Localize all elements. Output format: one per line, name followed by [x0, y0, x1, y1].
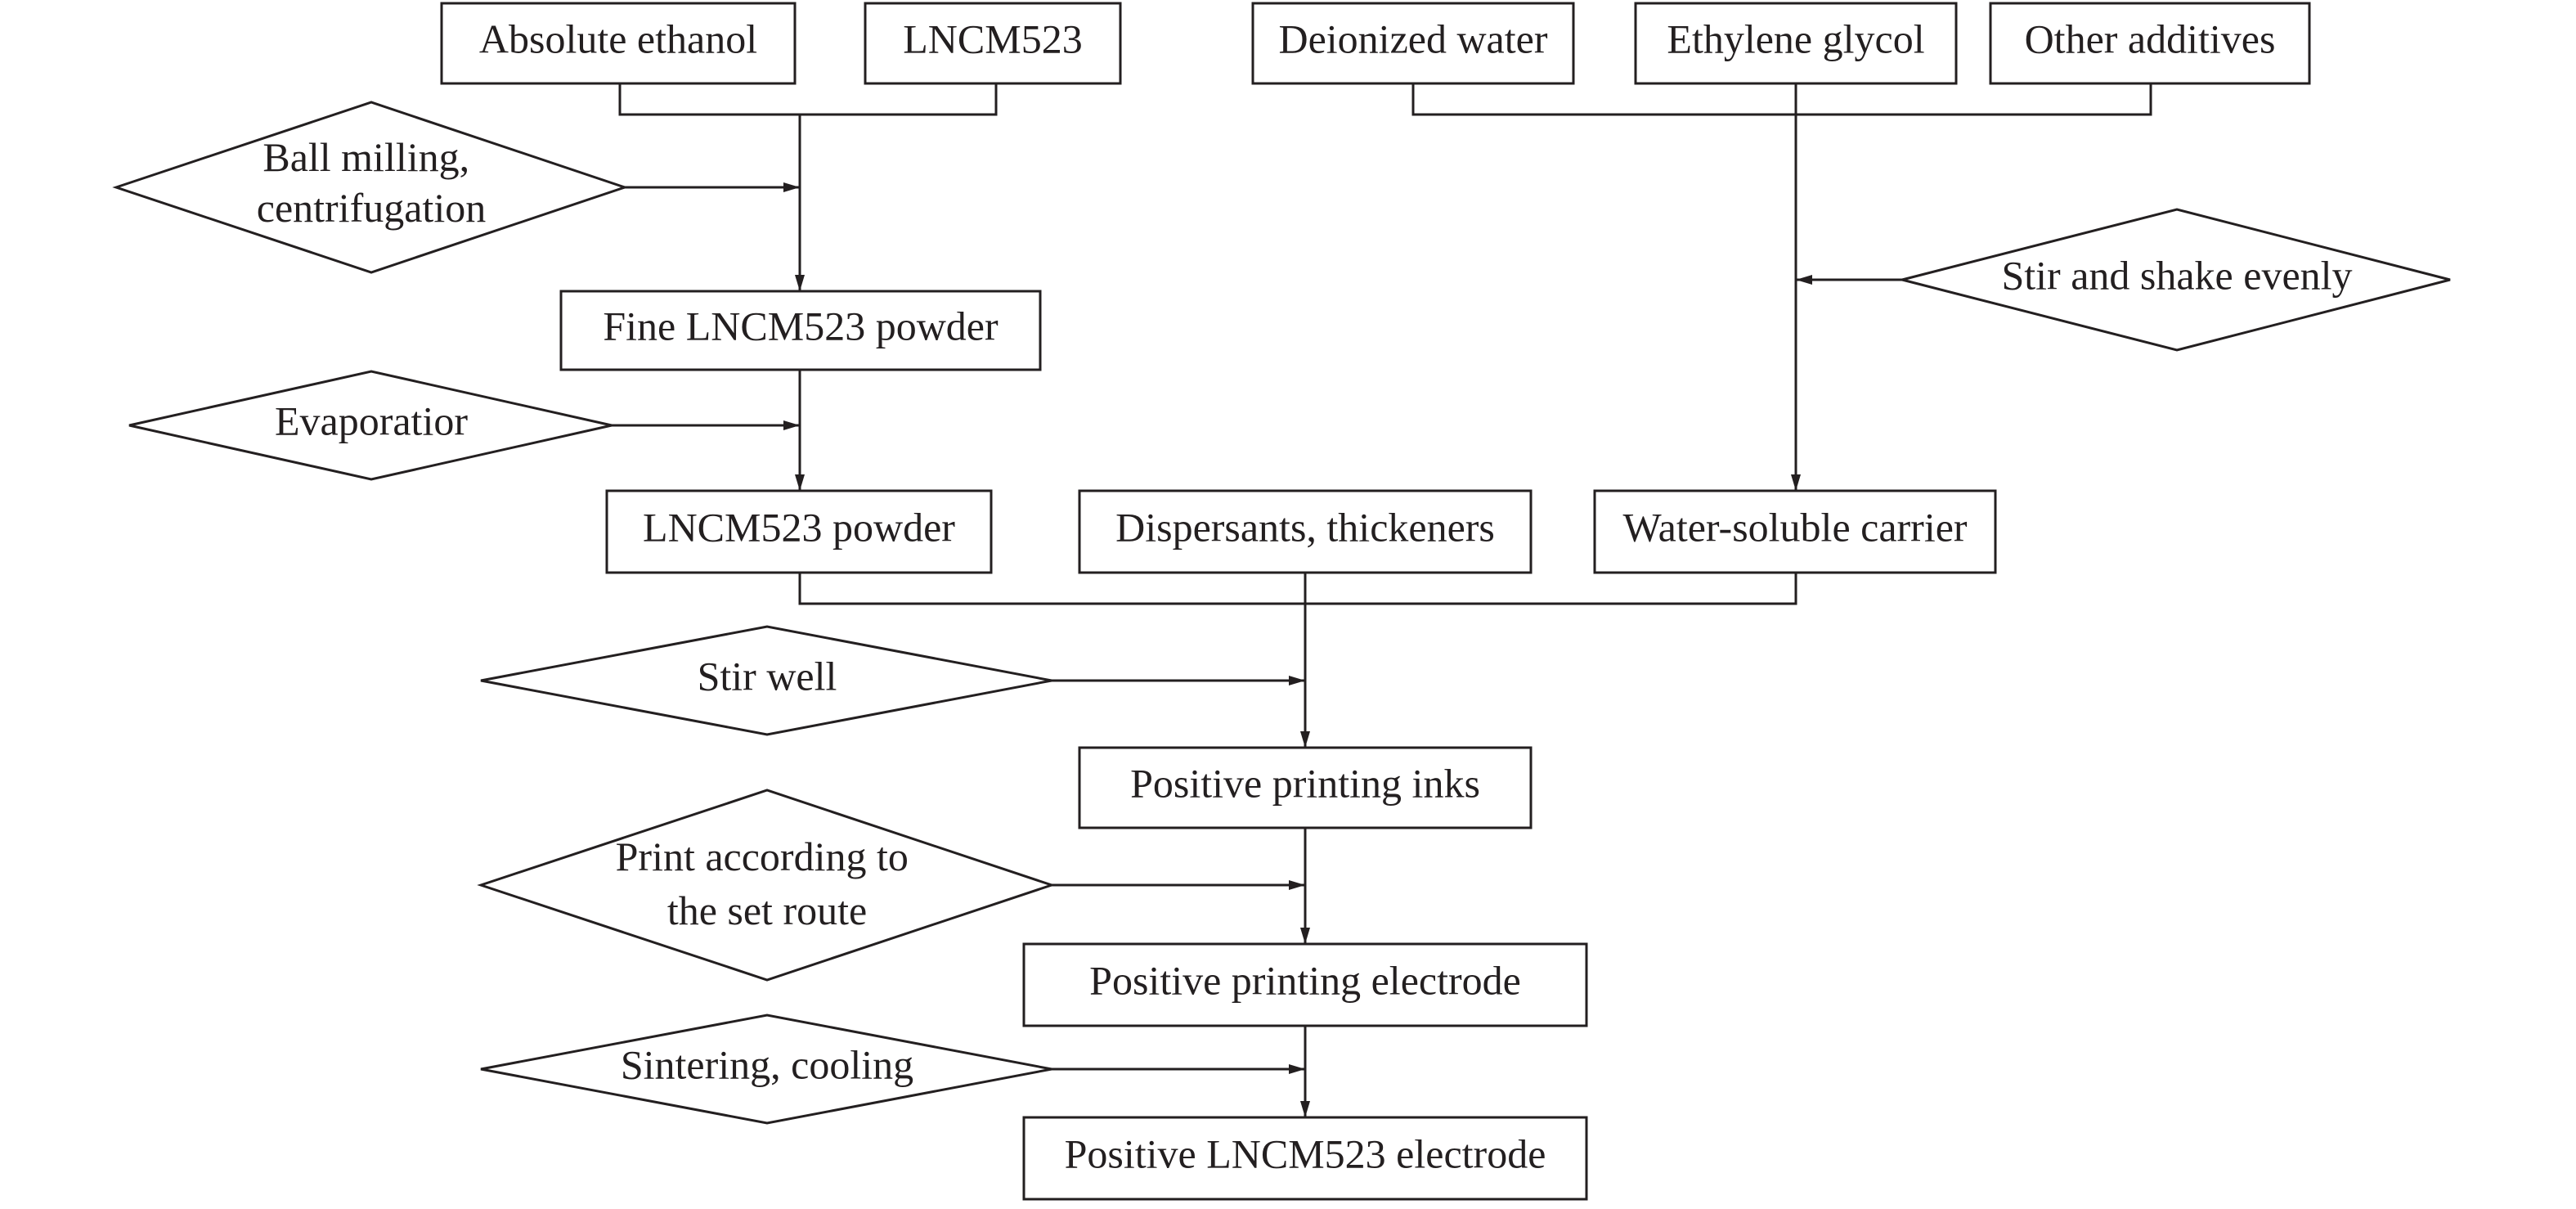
water-soluble-carrier-box: Water-soluble carrier: [1593, 489, 1997, 574]
connectors: [612, 83, 2152, 1117]
evaporation-label: Evaporatior: [275, 398, 468, 443]
stir-well-diamond: Stir well: [480, 625, 1052, 736]
ethanol-lncm-join-line: [618, 83, 998, 116]
print-route-diamond: Print according to the set route: [477, 789, 1056, 982]
lncm523-label: LNCM523: [903, 16, 1082, 61]
lncm523-box: LNCM523: [864, 2, 1122, 85]
fine-powder-box: Fine LNCM523 powder: [559, 290, 1042, 371]
water-glycol-additives-join-line: [1411, 83, 2152, 116]
absolute-ethanol-label: Absolute ethanol: [479, 16, 757, 61]
sintering-label: Sintering, cooling: [621, 1041, 913, 1087]
dispersants-thickeners-box: Dispersants, thickeners: [1078, 489, 1533, 574]
ethylene-glycol-label: Ethylene glycol: [1667, 16, 1924, 61]
powder-label: LNCM523 powder: [643, 504, 955, 550]
positive-printing-electrode-label: Positive printing electrode: [1089, 957, 1521, 1003]
print-route-line-2: the set route: [667, 888, 867, 933]
positive-printing-electrode-box: Positive printing electrode: [1022, 942, 1588, 1027]
final-electrode-label: Positive LNCM523 electrode: [1065, 1130, 1546, 1176]
powder-carrier-join-line: [798, 573, 1797, 605]
absolute-ethanol-box: Absolute ethanol: [440, 2, 797, 85]
dispersants-thickeners-label: Dispersants, thickeners: [1115, 504, 1495, 550]
final-electrode-box: Positive LNCM523 electrode: [1022, 1116, 1588, 1201]
ball-milling-label: Ball milling, centrifugation: [257, 134, 486, 231]
ball-milling-diamond: Ball milling, centrifugation: [112, 101, 629, 274]
stir-shake-label: Stir and shake evenly: [2001, 252, 2352, 298]
stir-shake-diamond: Stir and shake evenly: [1901, 208, 2451, 352]
deionized-water-label: Deionized water: [1278, 16, 1547, 61]
other-additives-box: Other additives: [1989, 2, 2311, 85]
water-soluble-carrier-label: Water-soluble carrier: [1622, 504, 1967, 550]
deionized-water-box: Deionized water: [1251, 2, 1575, 85]
other-additives-label: Other additives: [2025, 16, 2276, 61]
powder-box: LNCM523 powder: [605, 489, 993, 574]
fine-powder-label: Fine LNCM523 powder: [603, 303, 999, 348]
print-route-line-1: Print according to: [616, 834, 909, 879]
ball-milling-line-2: centrifugation: [257, 185, 486, 231]
sintering-diamond: Sintering, cooling: [480, 1013, 1052, 1125]
positive-printing-inks-box: Positive printing inks: [1078, 746, 1533, 829]
stir-well-label: Stir well: [698, 653, 837, 699]
positive-printing-inks-label: Positive printing inks: [1130, 760, 1480, 806]
ethylene-glycol-box: Ethylene glycol: [1634, 2, 1958, 85]
evaporation-diamond: Evaporatior: [128, 370, 613, 481]
ball-milling-line-1: Ball milling,: [263, 134, 469, 180]
print-route-label: Print according to the set route: [616, 834, 919, 933]
